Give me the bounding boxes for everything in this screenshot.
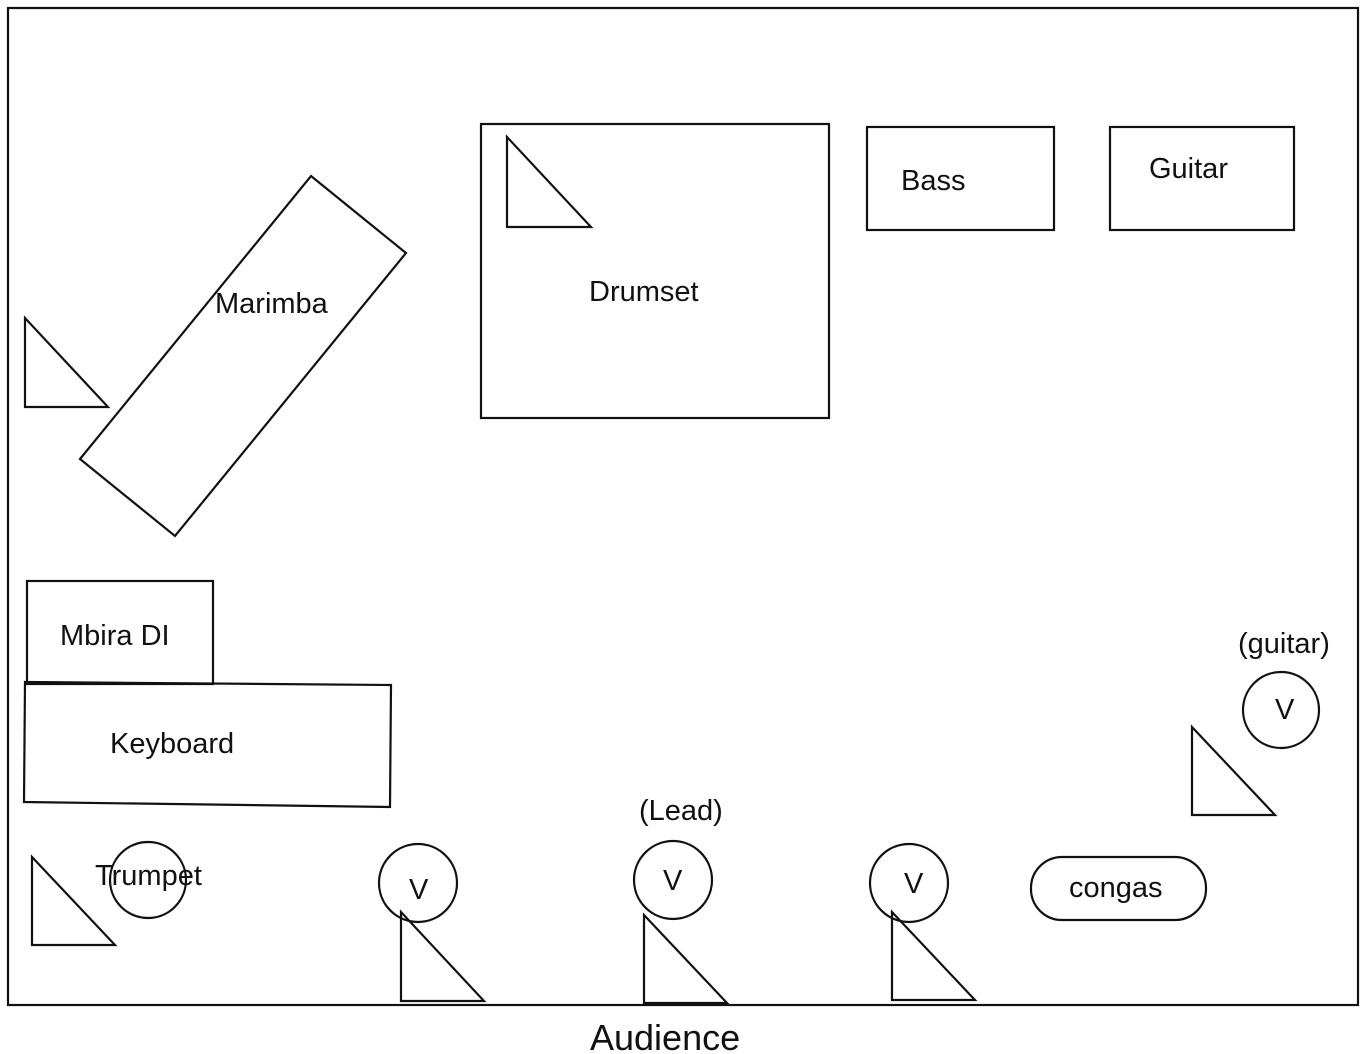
mbira-di-label: Mbira DI [60,620,170,652]
guitar-vocal-note: (guitar) [1238,628,1330,660]
vocal-mic-guitar-circle [1241,670,1321,750]
drumset-shape [479,122,831,420]
vocal-mic-lead-label: V [663,865,683,897]
vocal-mic-3-label: V [904,868,924,900]
drumset-label: Drumset [589,276,699,308]
congas-shape [1029,855,1208,922]
mbira-di-shape [25,579,215,686]
vocal-mic-guitar-label: V [1275,694,1295,726]
congas-label: congas [1069,872,1163,904]
trumpet-monitor-wedge [30,854,118,947]
vocal-mic-lead-circle [632,839,714,921]
vocal-3-monitor-wedge [890,909,978,1002]
lead-vocal-note: (Lead) [639,795,723,827]
vocal-mic-1-label: V [409,874,429,906]
marimba-shape [78,174,408,538]
guitar-label: Guitar [1149,153,1228,185]
bass-shape [865,125,1056,232]
guitar-vocal-monitor-wedge [1190,724,1278,817]
stage-boundary [6,6,1360,1007]
bass-label: Bass [901,165,965,197]
trumpet-mic-circle [108,840,188,920]
vocal-mic-3-circle [868,842,950,924]
marimba-monitor-wedge [23,315,111,409]
trumpet-label: Trumpet [95,860,202,892]
lead-vocal-monitor-wedge [642,912,730,1005]
drumset-monitor-wedge [505,134,594,229]
audience-label: Audience [590,1017,740,1054]
keyboard-shape [22,680,393,809]
guitar-shape [1108,125,1296,232]
marimba-label: Marimba [215,288,329,320]
vocal-mic-1-circle [377,842,459,924]
keyboard-label: Keyboard [110,728,234,760]
vocal-1-monitor-wedge [399,909,487,1003]
